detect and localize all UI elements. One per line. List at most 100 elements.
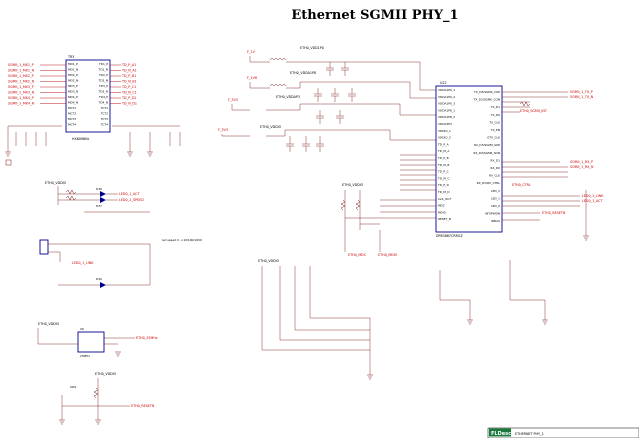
power-filter-area: F_1V F_1V8 F_3V3 F_3V3 ETH0_VDD1P0 ETH0_…	[218, 46, 436, 152]
phy-left-pins: VDDA1P0_1VDDA1P0_2VDDA1P0_3VDDA1P8_1VDDA…	[437, 88, 455, 221]
magnetics-right-net: TD_N_A1	[121, 69, 137, 73]
phy-left-pin-label: MDIO	[438, 210, 447, 214]
phy-right-net: SGMII_1_RX_P	[570, 160, 593, 164]
phy-right-pin-label: LED_1	[491, 196, 500, 200]
oscillator-ref: X6	[80, 327, 84, 331]
magnetics-right-pin-label: TCT3	[100, 117, 108, 121]
phy-right-pin-label: RX_D2/SGMII_SON	[474, 151, 500, 155]
oscillator-rail: ETH0_VDDIO	[38, 322, 60, 326]
magnetics-left-pin-label: MCT3	[68, 117, 76, 121]
magnetics-left-pins: MD1_PMD1_NMD2_PMD2_NMD3_PMD3_NMD4_PMD4_N…	[68, 62, 78, 127]
oscillator-body	[77, 331, 105, 353]
phy-body	[435, 85, 503, 233]
magnetics-left-nets: SGMII_1_MX1_PSGMII_1_MX1_NSGMII_1_MX2_PS…	[8, 63, 66, 106]
magnetics-right-pin-label: TD2_P	[98, 73, 108, 77]
reset-rail: ETH0_VDDIO	[95, 372, 117, 376]
magnetics-left-pin-label: MD2_N	[68, 79, 78, 83]
rail-vddio: ETH0_VDDIO	[260, 125, 282, 129]
phy-part: DP83867CRRGZ	[436, 234, 463, 238]
rail-vdda1p8: ETH0_VDDA1P8	[290, 71, 316, 75]
magnetics-block: TR3 HX6096NL MD1_PMD1_NMD2_PMD2_NMD3_PMD…	[5, 55, 181, 166]
phy-right-net: ETH0_CTRL	[512, 183, 531, 187]
phy-right-net: ETH0_SGMII_INT	[520, 109, 548, 113]
magnetics-right-net: TD_P_C1	[121, 85, 136, 89]
phy-right-pin-label: LED_0	[491, 204, 500, 208]
magnetics-left-net: SGMII_1_MX4_N	[8, 102, 35, 106]
power-net-3v3-a: F_3V3	[228, 98, 238, 102]
magnetics-right-net: TD_P_B1	[121, 74, 136, 78]
magnetics-right-pin-label: TD1_P	[98, 62, 108, 66]
magnetics-right-net: TD_N_B1	[121, 80, 137, 84]
mdio-net-mdc: ETH0_MDC	[348, 253, 367, 257]
phy-right-pin-label: TX_D1	[490, 105, 500, 109]
led-net-speed: LED0_1_SPEED	[119, 198, 144, 202]
phy-left-pin-label: RESET_N	[438, 217, 451, 221]
magnetics-right-net: TD_P_A1	[121, 63, 136, 67]
led-net-link: LED0_1_LINK	[72, 261, 94, 265]
phy-right-net: ETH0_RESETN	[542, 211, 566, 215]
phy-right-pin-label: TX_CLK	[488, 120, 500, 124]
corner-text: ETHERNET PHY_1	[515, 432, 544, 436]
phy-ref: U22	[440, 81, 447, 85]
rail-vddap3: ETH0_VDDAP3	[276, 95, 300, 99]
phy-right-nets: SGMII_1_TX_PSGMII_1_TX_NSGMII_1_RX_PSGMI…	[512, 90, 604, 215]
oscillator-section: ETH0_VDDIO X6 25MHz ETH0_25MHz	[37, 322, 158, 358]
phy-right-pin-label: RX_D0	[491, 166, 501, 170]
magnetics-right-pins: TD1_PTD1_NTD2_PTD2_NTD3_PTD3_NTD4_PTD4_N…	[98, 62, 109, 127]
phy-left-pin-label: VDDIO_2	[438, 136, 451, 140]
phy-right-net: SGMII_1_TX_N	[570, 95, 594, 99]
magnetics-right-net: TD_N_C1	[121, 91, 137, 95]
title-block: FLDesc ETHERNET PHY_1	[487, 427, 639, 438]
led-ref-d40: D40	[96, 277, 102, 281]
led-net-act: LED0_1_ACT	[119, 192, 140, 196]
magnetics-left-pin-label: MD3_N	[68, 90, 78, 94]
phy-left-pin-label: VDDA1P8_1	[438, 108, 455, 112]
magnetics-right-pin-label: TD4_P	[98, 95, 108, 99]
magnetics-right-pin-label: TD3_N	[98, 90, 108, 94]
phy-right-pin-label: RBIAS	[491, 219, 500, 223]
power-net-3v3-b: F_3V3	[218, 128, 228, 132]
phy-right-pin-label: RX_D3/SGMII_SOP	[474, 143, 500, 147]
mdio-rail: ETH0_VDDIO	[342, 183, 364, 187]
strap-rail: ETH0_VDDIO	[258, 259, 280, 263]
phy-right-pin-label: RX_D1	[491, 158, 501, 162]
magnetics-left-pin-label: MD4_N	[68, 101, 78, 105]
led-ref-d36: D36	[96, 187, 102, 191]
phy-left-pin-label: VDDA1P0_3	[438, 102, 455, 106]
magnetics-left-net: SGMII_1_MX4_P	[8, 96, 34, 100]
phy-left-pin-label: TD_P_D	[437, 183, 450, 187]
power-net-1v8: F_1V8	[247, 76, 257, 80]
magnetics-left-net: SGMII_1_MX1_P	[8, 63, 34, 67]
magnetics-left-pin-label: MD2_P	[68, 73, 78, 77]
led-rail: ETH0_VDDIO	[45, 181, 67, 185]
magnetics-right-pin-label: TCT2	[100, 112, 108, 116]
led-ref-d37: D37	[96, 204, 102, 208]
phy-left-pin-label: TD_M_D	[437, 190, 450, 194]
magnetics-right-pin-label: TD3_P	[98, 84, 108, 88]
magnetics-ref: TR3	[67, 55, 74, 59]
phy-left-pin-label: VDDA1P0_1	[438, 88, 455, 92]
phy-right-net: SGMII_1_TX_P	[570, 90, 593, 94]
led-section: ETH0_VDDIO LED0_1_ACT LED0_1_SPEED D36 D…	[39, 181, 202, 288]
power-net-1v: F_1V	[247, 50, 256, 54]
led-speed-note: led speed 0 ->10/100/1000	[162, 238, 202, 242]
schematic-title: Ethernet SGMII PHY_1	[291, 8, 458, 23]
magnetics-body	[65, 59, 111, 133]
magnetics-left-pin-label: MD1_P	[68, 62, 78, 66]
phy-left-pin-label: TD_P_C	[437, 170, 449, 174]
phy-left-pin-label: VDDA3P3	[438, 122, 452, 126]
magnetics-right-pin-label: TCT4	[100, 123, 108, 127]
decoupling-caps	[286, 62, 356, 152]
magnetics-left-pin-label: MCT4	[68, 123, 76, 127]
phy-left-pin-label: VDDA1P8_2	[438, 115, 455, 119]
phy-right-pin-label: TX_D2/SGMII_CON	[473, 98, 500, 102]
phy-right-pin-label: LED_2	[491, 189, 500, 193]
mdio-section: ETH0_VDDIO ETH0_MDC ETH0_MDIO	[340, 183, 398, 257]
phy-right-pin-label: RX_DV/RX_CTRL	[477, 181, 501, 185]
phy-right-pin-label: GTX_CLK	[487, 136, 500, 140]
phy-right-net: LED0_1_LINK	[582, 194, 604, 198]
magnetics-left-net: SGMII_1_MX3_P	[8, 85, 34, 89]
logo	[489, 428, 511, 437]
reset-ref: SW1	[70, 385, 77, 389]
magnetics-right-pin-label: TD1_N	[98, 68, 108, 72]
